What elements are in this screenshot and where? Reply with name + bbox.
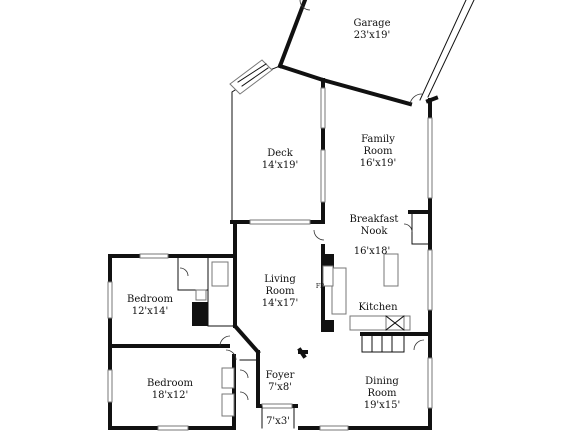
bedroom-upper-size: 12'x14' (132, 306, 169, 317)
foyer-walls (239, 350, 298, 429)
bedroom-lower-walls (107, 344, 237, 431)
garage-door-swing (299, 0, 311, 11)
bedroom-lower-size: 18'x12' (152, 390, 189, 401)
breakfast-nook-label-2: Nook (361, 226, 389, 237)
bedroom-upper-window-left (107, 281, 113, 319)
deck-outline (229, 59, 323, 223)
bedroom-upper-window-top (139, 253, 169, 259)
kitchen-wall-block-2 (324, 320, 334, 332)
family-room-window-left-2 (320, 149, 326, 203)
living-room-walls (230, 219, 325, 359)
fireplace (322, 265, 334, 287)
bedroom-lower-label: Bedroom (147, 378, 193, 389)
dining-room-label-1: Dining (365, 376, 399, 387)
family-room-label-1: Family (361, 134, 395, 145)
lower-closet-2 (221, 393, 235, 417)
living-door-swing (313, 229, 325, 241)
foyer-closet-door-2 (239, 391, 249, 401)
bedroom-upper-walls (107, 253, 237, 348)
bedroom-upper-block (192, 302, 208, 326)
garage-label: Garage (353, 18, 390, 29)
living-room-size: 14'x17' (262, 298, 299, 309)
dining-room-label-2: Room (367, 388, 397, 399)
bedroom-lower-door-swing (225, 349, 237, 361)
fireplace-label: FP (316, 283, 324, 290)
lower-closet-1 (221, 367, 235, 389)
room-labels: Garage 23'x19' Family Room 16'x19' Deck … (127, 18, 400, 427)
kitchen-door-swing (413, 339, 425, 351)
entry-door (261, 403, 293, 409)
bathroom-fixture (195, 289, 207, 301)
family-room-walls (320, 78, 433, 342)
entry-size: 7'x3' (266, 416, 290, 427)
nook-window-right (427, 249, 433, 311)
family-room-window-right (427, 117, 433, 199)
kitchen-area (321, 244, 432, 353)
bedroom-upper-label: Bedroom (127, 294, 173, 305)
deck-label: Deck (267, 148, 294, 159)
foyer-closet-door (239, 369, 249, 379)
garage-size: 23'x19' (354, 30, 391, 41)
living-room-window-top (249, 219, 311, 225)
bedroom-lower-window-bottom (157, 425, 189, 431)
garage-side-door-swing (409, 93, 423, 105)
garage-walls (277, 0, 475, 107)
living-room-label-2: Room (265, 286, 295, 297)
deck-steps (229, 59, 273, 95)
family-room-size: 16'x19' (360, 158, 397, 169)
dining-room-size: 19'x15' (364, 400, 401, 411)
kitchen-island (383, 253, 399, 287)
closet-door-swing (179, 267, 189, 277)
family-room-window-left (320, 87, 326, 129)
pantry-door-swing (403, 223, 413, 233)
bedroom-lower-window-left (107, 369, 113, 403)
family-room-label-2: Room (363, 146, 393, 157)
breakfast-nook-label-1: Breakfast (350, 214, 399, 225)
living-room-label-1: Living (264, 274, 296, 285)
kitchen-label: Kitchen (358, 302, 398, 313)
kitchen-counter-left (331, 267, 347, 315)
bedroom-upper-door-swing (219, 335, 231, 347)
dining-window-right (427, 357, 433, 409)
foyer-size: 7'x8' (268, 382, 292, 393)
foyer-label: Foyer (266, 370, 295, 381)
dining-room-walls (298, 338, 433, 431)
dining-window-bottom (319, 425, 349, 431)
breakfast-nook-size: 16'x18' (354, 246, 391, 257)
deck-size: 14'x19' (262, 160, 299, 171)
kitchen-wall-block (324, 254, 334, 270)
bathroom-shower (211, 261, 229, 287)
